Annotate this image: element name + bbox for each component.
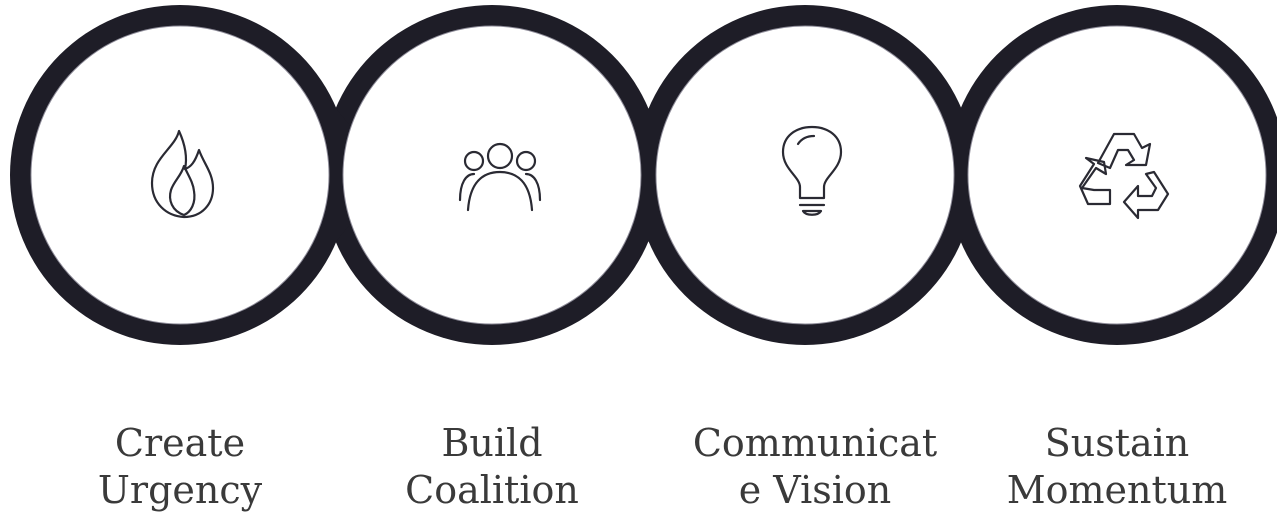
step-2-label-line-2: Coalition [405,468,579,512]
step-3-label-line-2: e Vision [738,468,892,512]
step-2-label: Build Coalition [342,420,642,514]
step-3-label-line-1: Communicat [692,421,938,465]
step-4-label-line-1: Sustain [1044,421,1190,465]
step-2-label-line-1: Build [441,421,543,465]
step-4-face [968,26,1266,324]
step-4-label-line-2: Momentum [1006,468,1228,512]
flame-icon [150,129,215,219]
step-3-label: Communicat e Vision [665,420,965,514]
step-2-face [343,26,641,324]
step-1-label-line-2: Urgency [97,468,263,512]
step-3-face [656,26,954,324]
lightbulb-icon [781,125,843,216]
step-4-label: Sustain Momentum [967,420,1267,514]
recycle-icon [1078,132,1170,220]
step-1-label-line-1: Create [114,421,246,465]
step-1-label: Create Urgency [30,420,330,514]
people-group-icon [458,142,542,212]
